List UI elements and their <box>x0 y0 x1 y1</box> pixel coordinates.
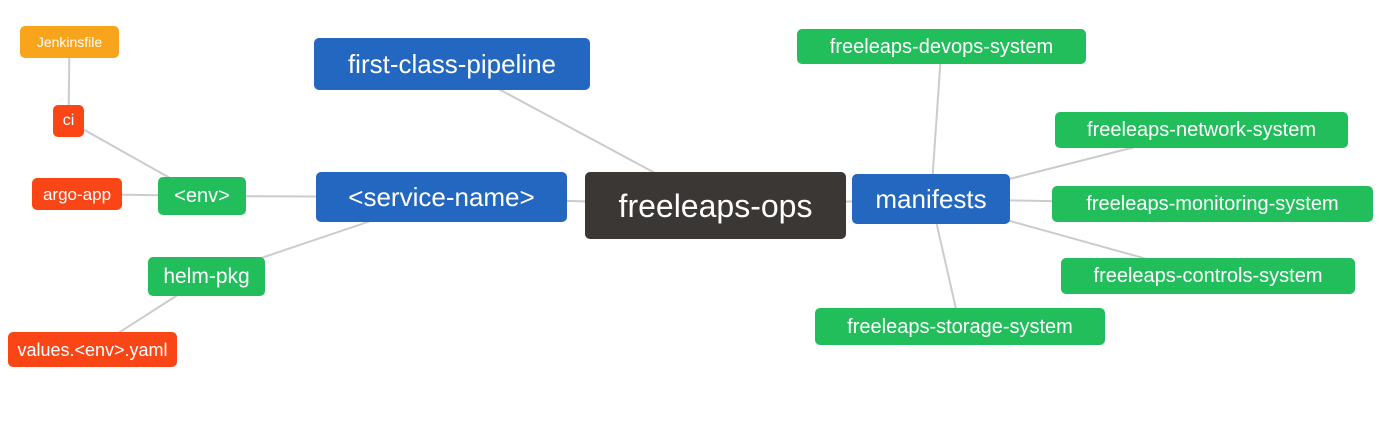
node-first-class-pipeline[interactable]: first-class-pipeline <box>314 38 590 90</box>
node-label: <service-name> <box>348 182 535 212</box>
node-service-name[interactable]: <service-name> <box>316 172 567 222</box>
node-freeleaps-controls-system[interactable]: freeleaps-controls-system <box>1061 258 1355 294</box>
node-label: freeleaps-storage-system <box>847 315 1073 338</box>
node-jenkinsfile[interactable]: Jenkinsfile <box>20 26 119 58</box>
node-manifests[interactable]: manifests <box>852 174 1010 224</box>
node-values-env-yaml[interactable]: values.<env>.yaml <box>8 332 177 367</box>
node-label: ci <box>62 112 75 129</box>
node-freeleaps-network-system[interactable]: freeleaps-network-system <box>1055 112 1348 148</box>
node-label: values.<env>.yaml <box>17 339 168 360</box>
node-freeleaps-ops[interactable]: freeleaps-ops <box>585 172 846 239</box>
node-label: Jenkinsfile <box>36 34 103 50</box>
node-label: freeleaps-monitoring-system <box>1086 193 1339 215</box>
node-label: helm-pkg <box>163 265 250 288</box>
node-label: first-class-pipeline <box>347 49 557 79</box>
node-label: manifests <box>875 184 987 214</box>
node-env[interactable]: <env> <box>158 177 246 215</box>
node-freeleaps-monitoring-system[interactable]: freeleaps-monitoring-system <box>1052 186 1373 222</box>
node-label: <env> <box>174 185 230 207</box>
node-label: argo-app <box>42 184 112 204</box>
node-label: freeleaps-controls-system <box>1093 265 1323 287</box>
node-label: freeleaps-network-system <box>1087 119 1316 141</box>
node-ci[interactable]: ci <box>53 105 84 137</box>
node-label: freeleaps-ops <box>618 187 813 224</box>
node-label: freeleaps-devops-system <box>829 35 1054 58</box>
edge-manifests-to-freeleaps-devops-system <box>930 46 943 200</box>
node-argo-app[interactable]: argo-app <box>32 178 122 210</box>
node-freeleaps-storage-system[interactable]: freeleaps-storage-system <box>815 308 1105 345</box>
node-helm-pkg[interactable]: helm-pkg <box>148 257 265 296</box>
node-freeleaps-devops-system[interactable]: freeleaps-devops-system <box>797 29 1086 64</box>
